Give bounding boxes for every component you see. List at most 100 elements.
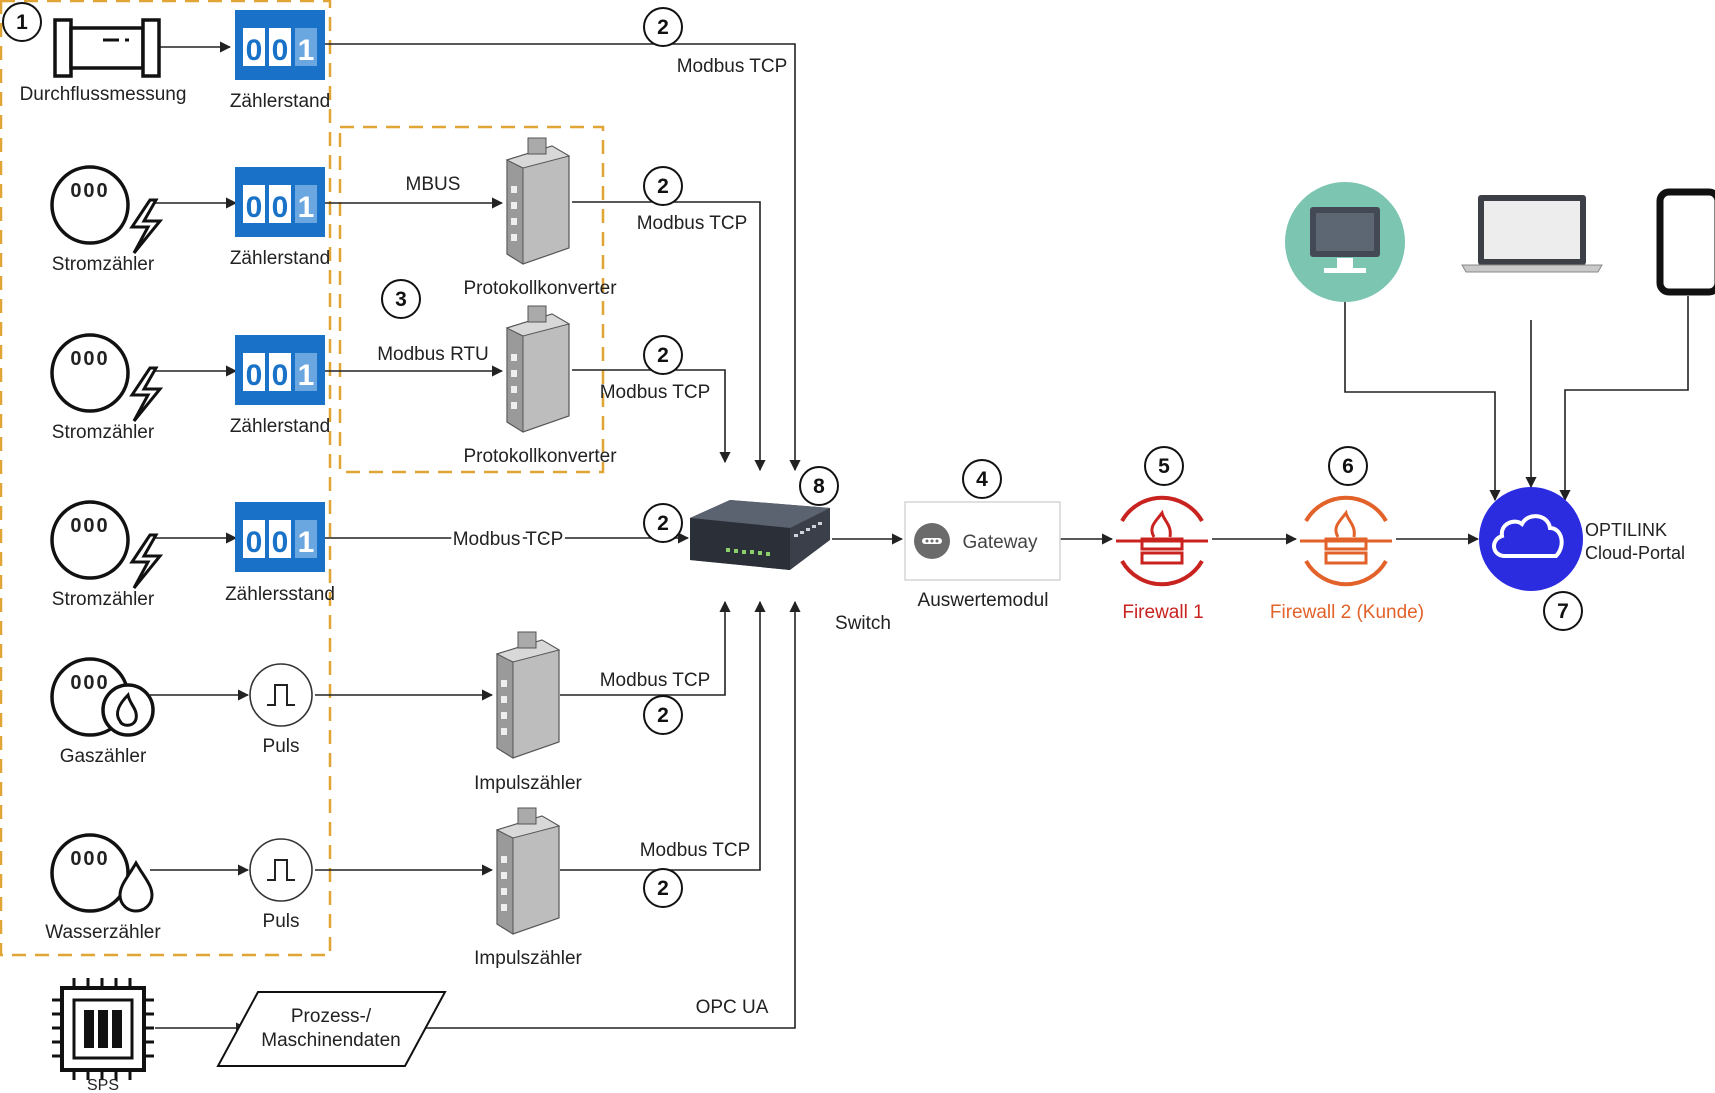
label-switch: Switch xyxy=(835,613,891,634)
protocol-label: Modbus TCP xyxy=(637,213,748,234)
label-imp-1: Impulszähler xyxy=(474,773,582,794)
svg-text:0: 0 xyxy=(246,34,263,67)
protocol-label: Modbus TCP xyxy=(600,382,711,403)
process-data-line2: Maschinendaten xyxy=(261,1030,400,1051)
process-data-line1: Prozess-/ xyxy=(291,1006,372,1027)
svg-text:000: 000 xyxy=(70,672,109,694)
label-counter-2: Zählerstand xyxy=(230,248,330,269)
svg-text:4: 4 xyxy=(976,468,988,491)
cloud-icon xyxy=(1479,487,1583,591)
svg-text:6: 6 xyxy=(1342,455,1354,478)
svg-text:1: 1 xyxy=(298,526,315,559)
gateway-label: Gateway xyxy=(963,532,1038,553)
counter-display-icon: 0 0 1 xyxy=(235,502,325,572)
electricity-meter-icon: 000 xyxy=(50,165,164,254)
firewall-icon xyxy=(1114,495,1210,587)
svg-text:2: 2 xyxy=(657,512,669,535)
marker-3: 3 xyxy=(381,279,421,319)
label-imp-2: Impulszähler xyxy=(474,948,582,969)
converter-device-icon xyxy=(506,305,570,433)
gateway-icon xyxy=(914,523,950,559)
svg-text:3: 3 xyxy=(395,288,407,311)
svg-text:0: 0 xyxy=(246,359,263,392)
gateway-box: Gateway xyxy=(904,501,1061,581)
flow-meter-icon xyxy=(53,18,161,78)
svg-text:000: 000 xyxy=(70,180,109,202)
protocol-label: OPC UA xyxy=(696,997,769,1018)
svg-text:1: 1 xyxy=(298,191,315,224)
label-power-3: Stromzähler xyxy=(52,589,155,610)
process-data-shape: Prozess-/ Maschinendaten xyxy=(216,991,447,1067)
converter-device-icon xyxy=(506,137,570,265)
label-pulse-2: Puls xyxy=(263,911,300,932)
sensor-group-box xyxy=(0,0,332,957)
label-counter-4: Zählersstand xyxy=(225,584,335,605)
converter-device-icon xyxy=(496,807,560,935)
counter-display-icon: 0 0 1 xyxy=(235,10,325,80)
svg-text:0: 0 xyxy=(272,191,289,224)
svg-text:000: 000 xyxy=(70,348,109,370)
counter-display-icon: 0 0 1 xyxy=(235,167,325,237)
label-counter-3: Zählerstand xyxy=(230,416,330,437)
svg-text:2: 2 xyxy=(657,877,669,900)
label-firewall-1: Firewall 1 xyxy=(1122,602,1203,623)
marker-2: 2 xyxy=(643,503,683,543)
converter-group-box xyxy=(338,125,605,474)
pulse-icon xyxy=(249,838,313,902)
protocol-label: Modbus RTU xyxy=(377,344,489,365)
protocol-labels: Modbus TCP MBUS Modbus TCP Modbus RTU Mo… xyxy=(377,56,787,1018)
pulse-icon xyxy=(249,663,313,727)
label-proto-2: Protokollkonverter xyxy=(463,446,617,467)
label-counter-1: Zählerstand xyxy=(230,91,330,112)
svg-text:5: 5 xyxy=(1158,455,1170,478)
label-gateway-caption: Auswertemodul xyxy=(918,590,1049,611)
svg-text:0: 0 xyxy=(272,526,289,559)
svg-text:000: 000 xyxy=(70,515,109,537)
marker-7: 7 xyxy=(1543,591,1583,631)
svg-text:2: 2 xyxy=(657,344,669,367)
label-pulse-1: Puls xyxy=(263,736,300,757)
label-cloud-2: Cloud-Portal xyxy=(1585,543,1685,563)
marker-2: 2 xyxy=(643,166,683,206)
svg-text:2: 2 xyxy=(657,16,669,39)
label-proto-1: Protokollkonverter xyxy=(463,278,617,299)
label-power-1: Stromzähler xyxy=(52,254,155,275)
svg-text:1: 1 xyxy=(298,34,315,67)
marker-1: 1 xyxy=(2,2,42,42)
gas-meter-icon: 000 xyxy=(50,657,155,737)
counter-display-icon: 0 0 1 xyxy=(235,335,325,405)
label-water: Wasserzähler xyxy=(45,922,161,943)
label-power-2: Stromzähler xyxy=(52,422,155,443)
label-plc: SPS xyxy=(87,1077,119,1093)
marker-5: 5 xyxy=(1144,446,1184,486)
svg-text:0: 0 xyxy=(246,526,263,559)
marker-4: 4 xyxy=(962,459,1002,499)
laptop-icon xyxy=(1461,195,1603,273)
protocol-label: Modbus TCP xyxy=(677,56,788,77)
converter-device-icon xyxy=(496,631,560,759)
svg-text:8: 8 xyxy=(813,475,825,498)
marker-2: 2 xyxy=(643,7,683,47)
smartphone-icon xyxy=(1656,188,1715,296)
svg-text:1: 1 xyxy=(298,359,315,392)
svg-text:0: 0 xyxy=(272,359,289,392)
label-cloud-1: OPTILINK xyxy=(1585,520,1667,540)
marker-8: 8 xyxy=(799,466,839,506)
marker-2: 2 xyxy=(643,695,683,735)
svg-text:0: 0 xyxy=(246,191,263,224)
svg-text:000: 000 xyxy=(70,848,109,870)
marker-2: 2 xyxy=(643,335,683,375)
connection-lines xyxy=(150,41,1689,1034)
svg-text:1: 1 xyxy=(16,11,28,34)
firewall-icon xyxy=(1298,495,1394,587)
network-switch-icon xyxy=(690,500,830,570)
svg-text:2: 2 xyxy=(657,175,669,198)
svg-text:7: 7 xyxy=(1557,600,1569,623)
label-gas: Gaszähler xyxy=(60,746,147,767)
protocol-label: Modbus TCP xyxy=(600,670,711,691)
svg-text:2: 2 xyxy=(657,704,669,727)
marker-badges: 1 2 2 3 2 2 2 2 8 4 5 6 7 xyxy=(2,2,1583,908)
svg-text:0: 0 xyxy=(272,34,289,67)
